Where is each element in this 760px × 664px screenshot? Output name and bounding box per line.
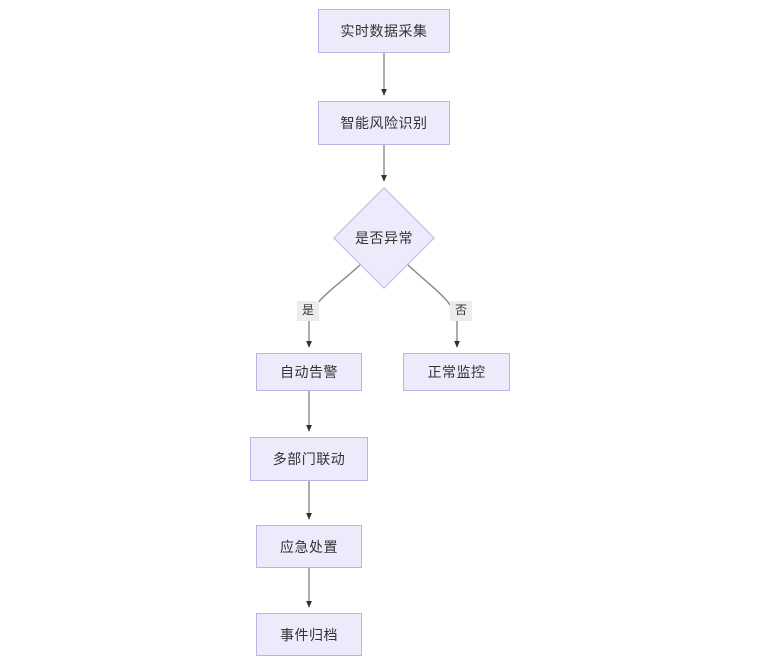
node-label: 智能风险识别 [340,115,428,131]
node-label: 正常监控 [427,364,486,380]
node-label: 应急处置 [280,538,338,555]
node-label: 事件归档 [280,626,338,643]
node-intelligent-risk-identification[interactable]: 智能风险识别 [318,101,450,145]
edge-label-no: 否 [450,301,472,321]
node-is-abnormal-decision[interactable]: 是否异常 [333,186,435,289]
edge-label-yes-text: 是 [301,303,314,317]
node-automatic-alert[interactable]: 自动告警 [256,353,362,391]
node-normal-monitoring[interactable]: 正常监控 [403,353,510,391]
node-label: 实时数据采集 [340,23,428,39]
node-multi-department-coordination[interactable]: 多部门联动 [250,437,368,481]
node-event-archiving[interactable]: 事件归档 [256,613,362,656]
node-realtime-data-collection[interactable]: 实时数据采集 [318,9,450,53]
edge-label-no-text: 否 [454,303,467,317]
node-emergency-response[interactable]: 应急处置 [256,525,362,568]
node-label: 多部门联动 [272,451,346,467]
node-label: 是否异常 [355,229,413,246]
edge-label-yes: 是 [297,301,319,321]
node-label: 自动告警 [280,364,338,380]
